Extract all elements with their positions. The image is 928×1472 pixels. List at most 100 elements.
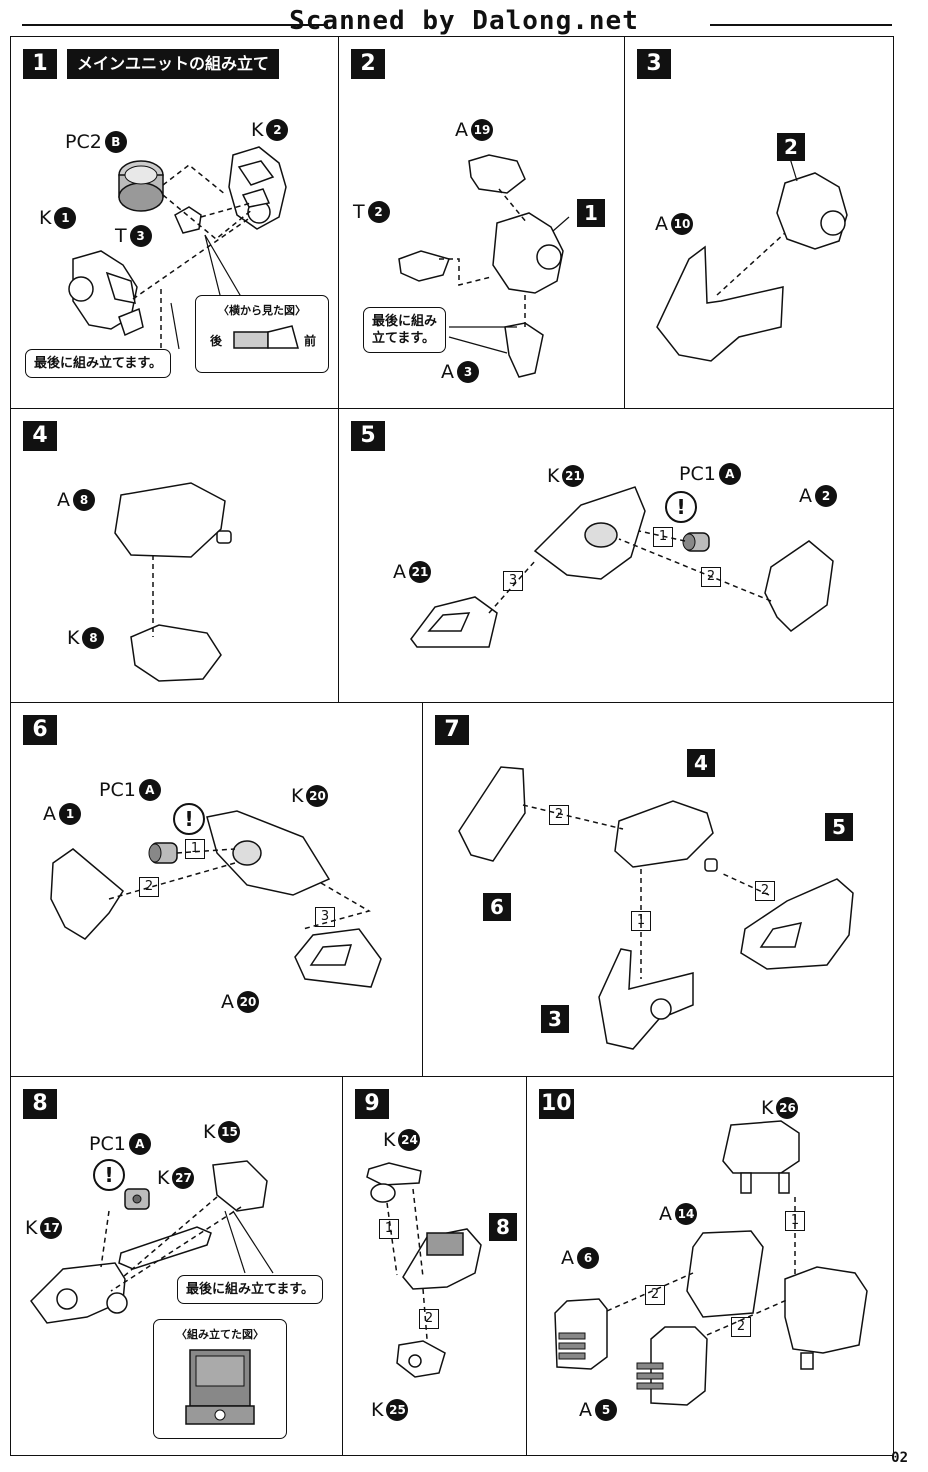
k27-part-drawing — [118, 1226, 212, 1270]
step-1-title: メインユニットの組み立て — [67, 49, 280, 79]
main-unit-drawing — [492, 212, 564, 294]
side-view-back-label: 後 — [210, 334, 223, 348]
part-letter: K — [251, 119, 264, 141]
caution-icon: ! — [665, 491, 697, 523]
header-rule-left — [22, 24, 328, 26]
order-box-2: 2 — [139, 877, 159, 897]
part-letter: A — [561, 1247, 574, 1269]
part-label-a-1: A 1 — [43, 803, 81, 825]
step-4-number: 4 — [23, 421, 57, 451]
watermark: Scanned by Dalong.net — [289, 6, 639, 36]
part-letter: T — [115, 225, 127, 247]
part-label-a-8: A 8 — [57, 489, 95, 511]
order-box-1: 1 — [379, 1219, 399, 1239]
step-1-panel: 1 メインユニットの組み立て PC2 B K 2 K 1 T 3 — [10, 36, 340, 410]
subassembly-ref-5: 5 — [825, 813, 853, 841]
part-letter: K — [203, 1121, 216, 1143]
pc1-polycap-drawing — [682, 532, 710, 552]
part-label-k-8: K 8 — [67, 627, 105, 649]
a1-part-drawing — [50, 848, 124, 940]
step-4-illustration — [114, 482, 232, 682]
subassembly-ref-4: 4 — [687, 749, 715, 777]
part-label-pc1-a: PC1 A — [89, 1133, 151, 1155]
k2-part-drawing — [228, 146, 287, 230]
sub6-drawing — [458, 766, 526, 862]
part-label-pc2-b: PC2 B — [65, 131, 127, 153]
part-number-badge: 20 — [237, 991, 259, 1013]
side-view-title: 〈横から見た図〉 — [218, 304, 306, 317]
k26-part-drawing — [722, 1120, 800, 1174]
part-label-k-2: K 2 — [251, 119, 289, 141]
subassembly-ref-8: 8 — [489, 1213, 517, 1241]
part-letter: A — [57, 489, 70, 511]
part-letter: PC1 — [99, 779, 136, 801]
pc1-polycap-drawing — [124, 1188, 150, 1210]
part-label-a-19: A 19 — [455, 119, 493, 141]
part-letter: K — [371, 1399, 384, 1421]
part-label-a-14: A 14 — [659, 1203, 697, 1225]
step-3-number: 3 — [637, 49, 671, 79]
part-letter: A — [221, 991, 234, 1013]
part-letter: PC2 — [65, 131, 102, 153]
part-letter: K — [39, 207, 52, 229]
order-box-2: 2 — [419, 1309, 439, 1329]
part-letter: K — [67, 627, 80, 649]
step-10-panel: 10 K 26 A 14 A 6 A 5 1 2 2 — [526, 1076, 894, 1456]
part-letter: K — [761, 1097, 774, 1119]
step-9-number: 9 — [355, 1089, 389, 1119]
assembled-view-inset: 〈組み立てた図〉 — [153, 1319, 287, 1439]
part-number-badge: 19 — [471, 119, 493, 141]
part-number-badge: 8 — [73, 489, 95, 511]
part-number-badge: A — [128, 1133, 151, 1155]
step-8-panel: 8 PC1 A K 15 K 27 K 17 ! — [10, 1076, 344, 1456]
step-8-illustration — [30, 1160, 274, 1324]
part-label-k-25: K 25 — [371, 1399, 409, 1421]
part-number-badge: 27 — [172, 1167, 195, 1189]
part-number-badge: 8 — [82, 627, 105, 649]
part-number-badge: 2 — [367, 201, 390, 223]
step-2-illustration — [398, 154, 570, 378]
part-letter: A — [455, 119, 468, 141]
part-label-a-2: A 2 — [799, 485, 837, 507]
part-letter: A — [393, 561, 406, 583]
part-letter: K — [291, 785, 304, 807]
assembled-view-title: 〈組み立てた図〉 — [176, 1328, 264, 1341]
part-number-badge: 2 — [266, 119, 289, 141]
part-number-badge: 5 — [595, 1399, 617, 1421]
a8-part-drawing — [114, 482, 226, 558]
part-label-a-3: A 3 — [441, 361, 479, 383]
k20-part-drawing — [206, 810, 331, 896]
order-box-1: 1 — [631, 911, 651, 931]
t3-part-drawing — [174, 206, 202, 234]
part-letter: PC1 — [679, 463, 716, 485]
part-letter: T — [353, 201, 365, 223]
step-7-illustration — [458, 766, 854, 1050]
a2-part-drawing — [764, 540, 834, 632]
part-number-badge: 26 — [776, 1097, 799, 1119]
a14-part-drawing — [686, 1230, 764, 1318]
part-number-badge: 15 — [218, 1121, 241, 1143]
part-letter: PC1 — [89, 1133, 126, 1155]
main-block-drawing — [784, 1266, 868, 1354]
part-label-pc1-a: PC1 A — [99, 779, 161, 801]
subassembly-ref-3: 3 — [541, 1005, 569, 1033]
part-label-k-1: K 1 — [39, 207, 77, 229]
sub4-drawing — [614, 800, 714, 868]
caution-icon: ! — [173, 803, 205, 835]
order-box-2b: 2 — [755, 881, 775, 901]
part-number-badge: 2 — [815, 485, 837, 507]
order-box-2a: 2 — [645, 1285, 665, 1305]
step-5-panel: 5 K 21 PC1 A A 2 A 21 ! 1 2 3 — [338, 408, 894, 704]
assembled-view-drawing — [185, 1349, 255, 1425]
side-view-drawing — [233, 325, 299, 349]
part-letter: A — [441, 361, 454, 383]
step-9-illustration — [366, 1162, 482, 1378]
part-number-badge: A — [718, 463, 741, 485]
k15-part-drawing — [212, 1160, 268, 1212]
step-3-panel: 3 2 A 10 — [624, 36, 894, 410]
part-label-a-21: A 21 — [393, 561, 431, 583]
k8-part-drawing — [130, 624, 222, 682]
a19-part-drawing — [468, 154, 526, 194]
step-1-number: 1 — [23, 49, 57, 79]
k24-part-drawing — [366, 1162, 422, 1186]
